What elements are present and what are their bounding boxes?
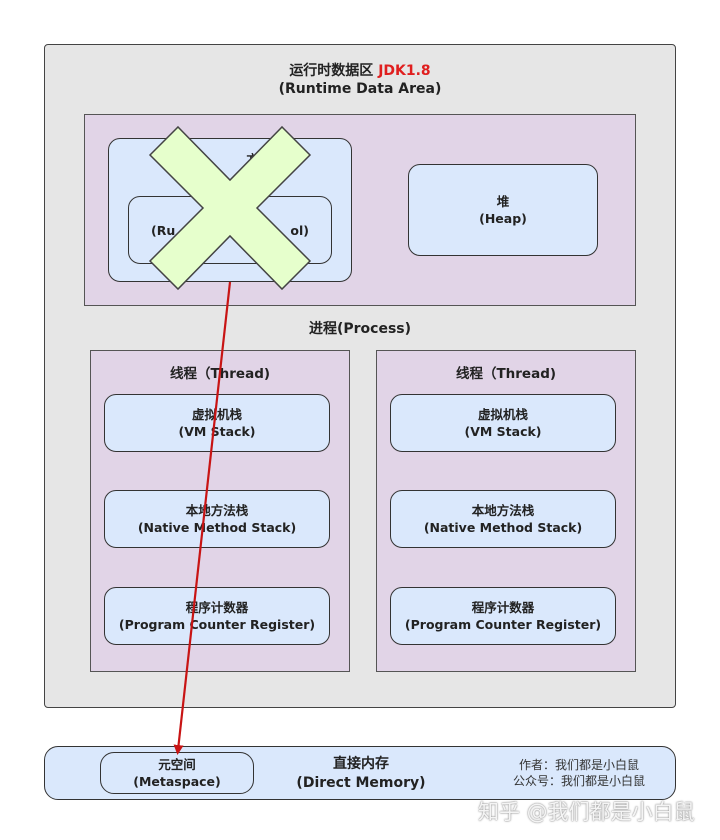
- runtime-area-subtitle: (Runtime Data Area): [278, 81, 442, 97]
- pc-register-label-en: (Program Counter Register): [404, 617, 602, 632]
- author-line: 作者：我们都是小白鼠: [518, 758, 639, 772]
- vm-stack-box-1: 虚拟机栈 (VM Stack): [104, 394, 330, 452]
- metaspace-label-cn: 元空间: [158, 757, 196, 772]
- direct-memory-label-cn: 直接内存: [333, 756, 389, 772]
- vm-stack-label-en: (VM Stack): [178, 424, 256, 439]
- runtime-area-title-cn: 运行时数据区: [289, 63, 374, 79]
- runtime-constant-pool-box: (Ru ol): [128, 196, 332, 264]
- vm-stack-label-cn: 虚拟机栈: [191, 407, 242, 422]
- native-method-stack-box-1: 本地方法栈 (Native Method Stack): [104, 490, 330, 548]
- zhihu-watermark: 知乎 @我们都是小白鼠: [478, 800, 695, 824]
- pc-register-label-en: (Program Counter Register): [118, 617, 316, 632]
- vm-stack-label-cn: 虚拟机栈: [477, 407, 528, 422]
- metaspace-label-en: (Metaspace): [133, 774, 221, 789]
- native-stack-label-cn: 本地方法栈: [471, 503, 535, 518]
- pc-register-label-cn: 程序计数器: [185, 600, 249, 615]
- constant-pool-label-left: (Ru: [151, 222, 176, 238]
- program-counter-box-1: 程序计数器 (Program Counter Register): [104, 587, 330, 645]
- vm-stack-box-2: 虚拟机栈 (VM Stack): [390, 394, 616, 452]
- wechat-account-line: 公众号：我们都是小白鼠: [512, 774, 645, 788]
- process-label: 进程(Process): [308, 321, 412, 337]
- constant-pool-label-right: ol): [290, 222, 309, 238]
- method-area-label: 方法区: [246, 152, 284, 167]
- heap-box: 堆 (Heap): [408, 164, 598, 256]
- thread-title-1: 线程（Thread): [169, 366, 271, 382]
- program-counter-box-2: 程序计数器 (Program Counter Register): [390, 587, 616, 645]
- native-stack-label-cn: 本地方法栈: [185, 503, 249, 518]
- direct-memory-label: 直接内存 (Direct Memory): [286, 755, 436, 793]
- native-method-stack-box-2: 本地方法栈 (Native Method Stack): [390, 490, 616, 548]
- thread-title-2: 线程（Thread): [455, 366, 557, 382]
- direct-memory-label-en: (Direct Memory): [296, 775, 426, 791]
- vm-stack-label-en: (VM Stack): [464, 424, 542, 439]
- runtime-area-title: 运行时数据区 JDK1.8: [44, 62, 676, 81]
- pc-register-label-cn: 程序计数器: [471, 600, 535, 615]
- author-info: 作者：我们都是小白鼠 公众号：我们都是小白鼠: [490, 757, 668, 789]
- native-stack-label-en: (Native Method Stack): [137, 520, 297, 535]
- jdk-version: JDK1.8: [378, 63, 431, 79]
- heap-label-en: (Heap): [479, 211, 527, 226]
- heap-label-cn: 堆: [496, 194, 510, 209]
- native-stack-label-en: (Native Method Stack): [423, 520, 583, 535]
- metaspace-box: 元空间 (Metaspace): [100, 752, 254, 794]
